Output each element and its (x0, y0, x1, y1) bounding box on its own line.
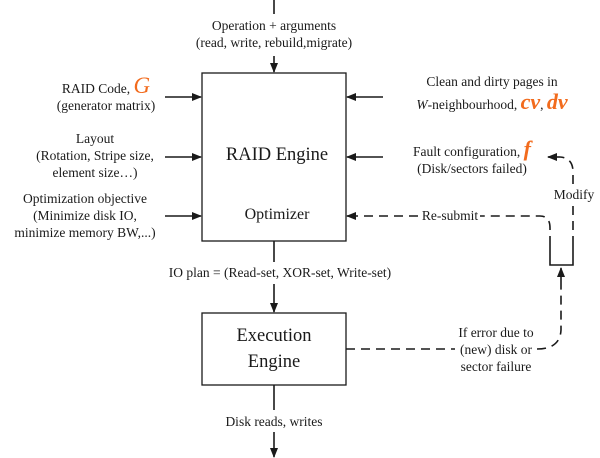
objective-line1: Optimization objective (22, 191, 148, 206)
pages-line2-text: -neighbourhood, (427, 97, 521, 112)
resubmit-path (480, 215, 551, 245)
operation-line2: (read, write, rebuild,migrate) (195, 35, 353, 50)
operation-line1: Operation + arguments (211, 18, 337, 33)
raid-code-text: RAID Code, (61, 81, 134, 96)
layout-line1: Layout (75, 131, 115, 146)
execution-line2: Engine (247, 352, 301, 372)
error-line1: If error due to (458, 325, 534, 340)
objective-label: Optimization objective (Minimize disk IO… (0, 190, 170, 241)
layout-label: Layout (Rotation, Stripe size, element s… (20, 130, 170, 181)
split-bracket (549, 245, 574, 266)
execution-line1: Execution (236, 326, 312, 346)
fault-text: Fault configuration, (413, 144, 524, 159)
execution-engine-title: Execution Engine (202, 323, 346, 375)
error-feedback-path-right (536, 288, 562, 350)
raid-engine-optimizer: Optimizer (244, 206, 310, 223)
operation-label: Operation + arguments (read, write, rebu… (174, 17, 374, 51)
fault-symbol: f (523, 136, 531, 161)
pages-label: Clean and dirty pages in W-neighbourhood… (386, 73, 598, 113)
modify-label: Modify (550, 186, 598, 203)
pages-comma: , (540, 97, 547, 112)
generator-symbol: G (133, 73, 151, 98)
layout-line3: element size…) (52, 165, 138, 180)
raid-code-line2: (generator matrix) (56, 98, 156, 113)
raid-code-label: RAID Code, G (generator matrix) (44, 74, 168, 114)
fault-label: Fault configuration, f (Disk/sectors fai… (392, 138, 552, 177)
error-line3: sector failure (460, 359, 532, 374)
resubmit-label: Re-submit (420, 207, 480, 224)
objective-line3: minimize memory BW,...) (14, 225, 156, 240)
dv-symbol: dv (546, 89, 568, 114)
objective-line2: (Minimize disk IO, (33, 208, 137, 223)
error-label: If error due to (new) disk or sector fai… (455, 324, 537, 375)
layout-line2: (Rotation, Stripe size, (36, 148, 154, 163)
w-symbol: W (416, 97, 428, 112)
fault-line2: (Disk/sectors failed) (417, 161, 527, 176)
pages-line1: Clean and dirty pages in (426, 74, 558, 89)
io-plan-label: IO plan = (Read-set, XOR-set, Write-set) (168, 265, 392, 280)
modify-path-top (559, 156, 574, 184)
cv-symbol: cv (520, 89, 541, 114)
output-label: Disk reads, writes (225, 414, 323, 429)
raid-engine-title: RAID Engine (225, 145, 329, 165)
error-line2: (new) disk or (460, 342, 532, 357)
